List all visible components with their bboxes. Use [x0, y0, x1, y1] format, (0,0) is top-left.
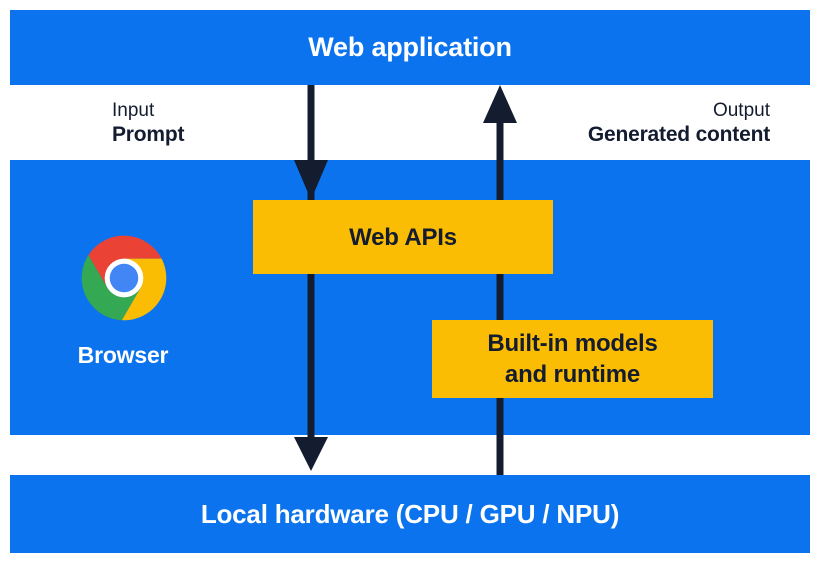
builtin-models-box: Built-in models and runtime	[432, 320, 713, 398]
output-title: Output	[712, 100, 770, 121]
browser-label: Browser	[77, 342, 169, 368]
local-hardware-label: Local hardware (CPU / GPU / NPU)	[200, 498, 620, 529]
local-hardware-bar: Local hardware (CPU / GPU / NPU)	[10, 475, 810, 553]
output-label-group: Output Generated content	[588, 99, 770, 147]
input-label-group: Input Prompt	[112, 99, 185, 147]
web-application-bar: Web application	[10, 10, 810, 85]
web-apis-label: Web APIs	[349, 223, 457, 251]
builtin-models-label-line2: and runtime	[504, 361, 641, 388]
chrome-logo-icon	[81, 235, 167, 321]
input-title: Input	[112, 100, 155, 121]
builtin-models-label-line1: Built-in models	[487, 330, 658, 357]
input-value: Prompt	[112, 123, 185, 146]
web-application-label: Web application	[308, 32, 512, 62]
output-value: Generated content	[587, 123, 770, 146]
web-apis-box: Web APIs	[253, 200, 553, 274]
